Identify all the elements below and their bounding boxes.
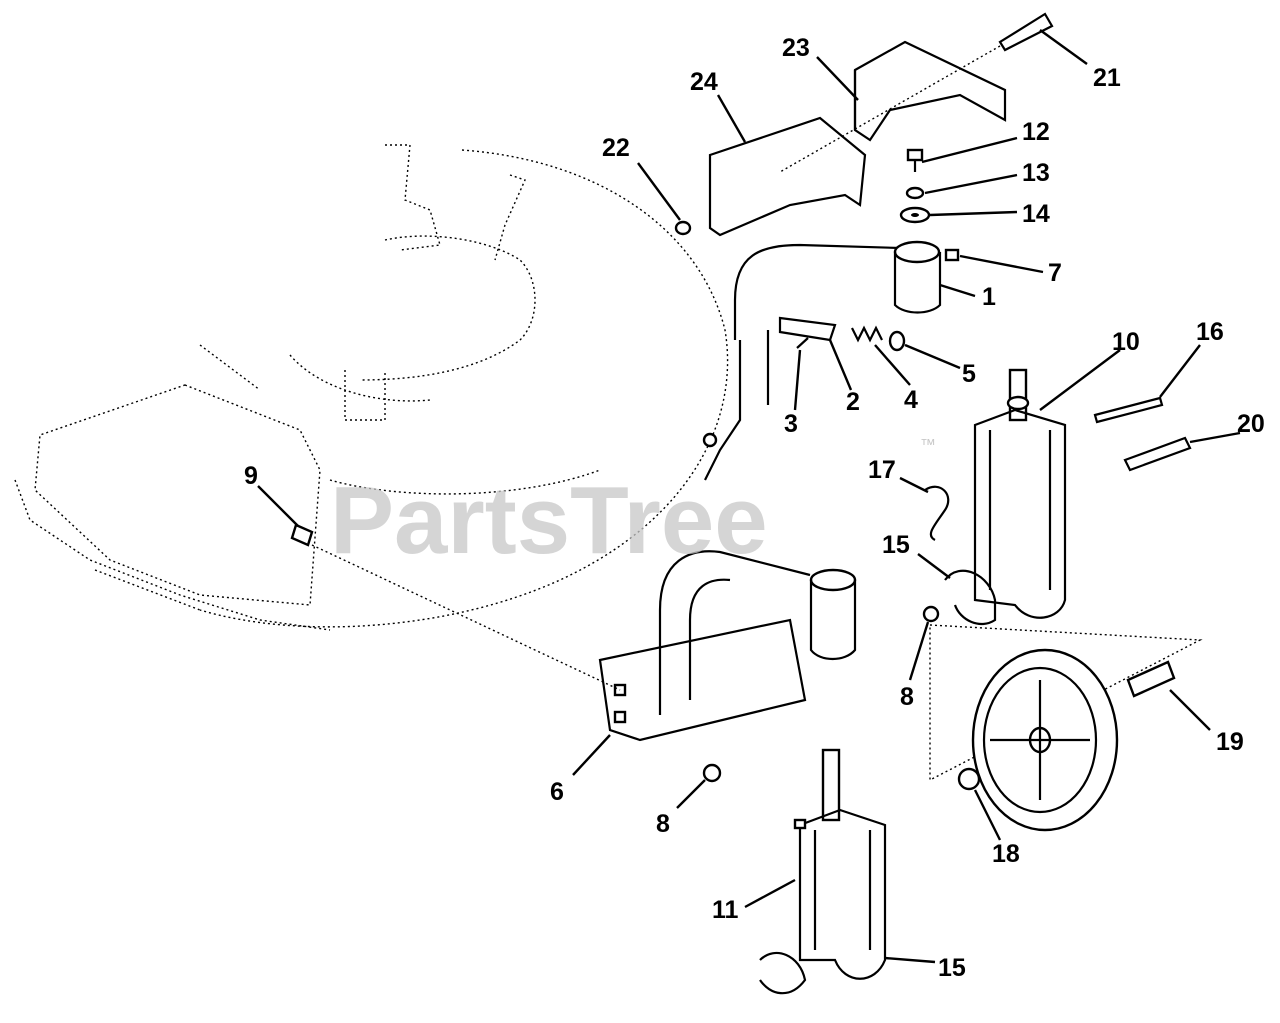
pin-2 (778, 316, 837, 342)
callout-8-lower: 8 (656, 810, 670, 838)
callout-9: 9 (244, 462, 258, 490)
hardware-12-13-14 (899, 148, 931, 224)
callout-8-upper: 8 (900, 683, 914, 711)
nut-8-upper (922, 605, 940, 623)
callout-12: 12 (1022, 118, 1050, 146)
bolt-20 (1123, 436, 1192, 472)
callout-21: 21 (1093, 64, 1121, 92)
callout-2: 2 (846, 388, 860, 416)
upper-bracket-24 (708, 116, 867, 237)
hairpin-clip-17 (924, 485, 950, 541)
screw-7 (944, 248, 960, 262)
callout-4: 4 (904, 386, 918, 414)
callout-1: 1 (982, 283, 996, 311)
callout-16: 16 (1196, 318, 1224, 346)
callout-10: 10 (1112, 328, 1140, 356)
callout-5: 5 (962, 360, 976, 388)
leader-lines (257, 29, 1241, 964)
callout-24: 24 (690, 68, 718, 96)
callout-15-upper: 15 (882, 531, 910, 559)
callout-13: 13 (1022, 159, 1050, 187)
callout-19: 19 (1216, 728, 1244, 756)
washer-5 (888, 330, 906, 352)
bushing-18 (957, 767, 981, 791)
mower-deck-outline (14, 144, 729, 631)
cotter-pin-3 (796, 337, 809, 349)
nut-22 (674, 220, 692, 236)
callout-labels: 21 23 24 12 22 13 14 7 1 16 10 5 2 4 3 2… (244, 34, 1265, 982)
callout-20: 20 (1237, 410, 1265, 438)
nut-8-lower (702, 763, 722, 783)
axle-spacer-19 (1126, 660, 1176, 698)
callout-14: 14 (1022, 200, 1050, 228)
bracket-6 (598, 550, 857, 742)
watermark-trademark: ™ (920, 437, 936, 454)
screw-9 (290, 523, 621, 691)
callout-7: 7 (1048, 259, 1062, 287)
callout-23: 23 (782, 34, 810, 62)
callout-3: 3 (784, 410, 798, 438)
bolt-21 (779, 12, 1054, 173)
axle-bolt-16 (1093, 396, 1164, 424)
watermark-brand: PartsTree (330, 467, 768, 574)
spring-4 (851, 325, 883, 343)
callout-11: 11 (712, 896, 739, 924)
caster-yoke-10 (944, 368, 1067, 626)
upper-bracket-23 (853, 40, 1007, 142)
caster-yoke-11 (759, 748, 887, 995)
callout-18: 18 (992, 840, 1020, 868)
callout-17: 17 (868, 456, 896, 484)
handle-arm-assembly (702, 240, 942, 481)
callout-6: 6 (550, 778, 564, 806)
watermark: PartsTree ™ (330, 437, 936, 574)
wheel (929, 624, 1203, 832)
callout-22: 22 (602, 134, 630, 162)
callout-15-lower: 15 (938, 954, 966, 982)
